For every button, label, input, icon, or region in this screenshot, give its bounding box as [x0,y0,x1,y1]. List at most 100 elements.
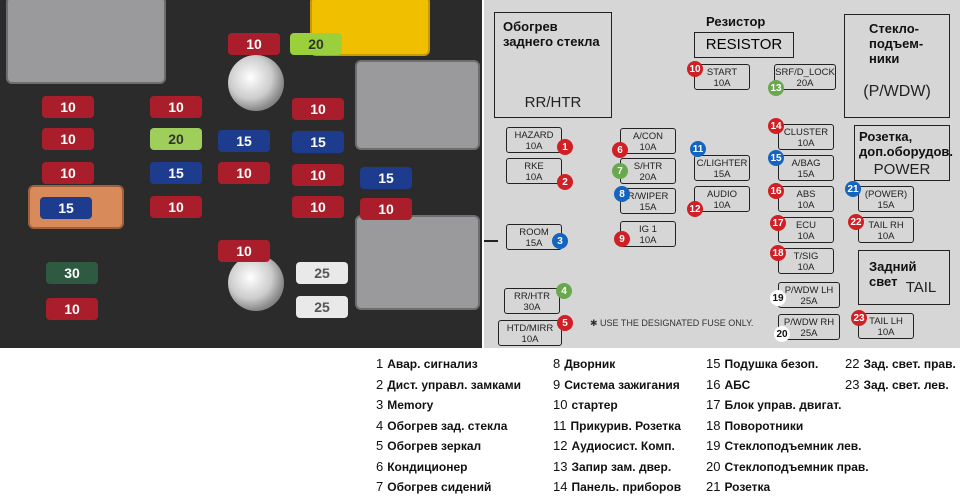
fuse-amp: 10A [639,235,657,246]
block-rr-htr: Обогрев заднего стекла RR/HTR [494,12,612,118]
fuse: 10 [42,96,94,118]
fuse-name: CLUSTER [783,127,829,138]
legend-number: 3 [376,397,384,412]
legend-number: 5 [376,438,384,453]
legend-text: Зад. свет. прав. [863,357,956,371]
block-name: TAIL [905,279,937,296]
fuse: 10 [150,196,202,218]
block-pwdw: Стекло-подъем-ники (P/WDW) [844,14,950,118]
fuse-name: SRF/D_LOCK [775,67,835,78]
fuse: 10 [150,96,202,118]
fuse-number-badge: 6 [612,142,628,158]
fuse-name: ROOM [519,227,549,238]
relay [355,60,480,150]
fuse-number-badge: 3 [552,233,568,249]
fuse: 15 [150,162,202,184]
block-name: RESISTOR [694,32,794,58]
legend-number: 22 [845,356,860,371]
fuse: 25 [296,262,348,284]
fuse-name: ABS [796,189,816,200]
fuse-amp: 10A [797,200,815,211]
fuse: 10 [228,33,280,55]
fuse-amp: 15A [639,202,657,213]
legend-text: Розетка [724,480,771,494]
fuse-number-badge: 19 [770,290,786,306]
fuse-amp: 10A [877,327,895,338]
block-title: Резистор [706,14,766,29]
legend-text: Прикурив. Розетка [570,418,681,433]
legend-number: 13 [553,458,568,474]
legend-number: 10 [553,397,568,412]
fuse-name: AUDIO [706,189,738,200]
fuse-number-badge: 8 [614,186,630,202]
fuse-number-badge: 9 [614,231,630,247]
fuse-number-badge: 23 [851,310,867,326]
fuse-number-badge: 7 [612,163,628,179]
legend-text: Кондиционер [387,459,468,474]
legend-number: 6 [376,458,384,474]
legend-number: 1 [376,356,384,371]
legend-text: Аудиосист. Комп. [571,439,675,453]
legend-text: Авар. сигнализ [387,357,478,371]
fuse-name: ECU [795,220,817,231]
legend-text: Обогрев сидений [387,480,492,494]
fuse: 10 [46,298,98,320]
legend-text: Панель. приборов [571,480,682,494]
fuse-name: RKE [524,161,544,172]
legend-number: 19 [706,438,721,453]
legend-text: Поворотники [724,418,804,433]
fuse-name: IG 1 [639,224,657,235]
block-name: POWER [873,161,931,178]
fuse-number-badge: 11 [690,141,706,157]
fuse: 15 [218,130,270,152]
fuse-number-badge: 18 [770,245,786,261]
legend-text: Блок управ. двигат. [724,398,842,412]
block-name: (P/WDW) [863,83,931,100]
legend-text: Обогрев зад. стекла [387,418,508,433]
fuse: 10 [292,196,344,218]
fuse-amp: 10A [797,138,815,149]
fuse-box-photo: 10 20 10 10 10 10 20 15 15 10 15 10 10 1… [0,0,482,348]
legend-number: 4 [376,417,384,433]
relay [355,215,480,310]
fuse-amp: 10A [525,141,543,152]
fuse-name: TAIL LH [869,316,903,327]
legend-text: Дист. управл. замками [387,377,522,392]
fuse-name: T/SIG [793,251,819,262]
legend-number: 12 [553,438,568,453]
legend-number: 7 [376,479,384,494]
legend-text: Дворник [564,357,616,371]
legend-text: Стеклоподъемник прав. [724,459,869,474]
fuse-amp: 10A [797,262,815,273]
fuse-power: (POWER)15A [858,186,914,212]
legend-number: 21 [706,479,721,494]
block-title: Обогрев заднего стекла [503,19,600,49]
block-resistor: Резистор RESISTOR [694,14,796,60]
fuse-amp: 10A [877,231,895,242]
fuse-amp: 10A [639,142,657,153]
